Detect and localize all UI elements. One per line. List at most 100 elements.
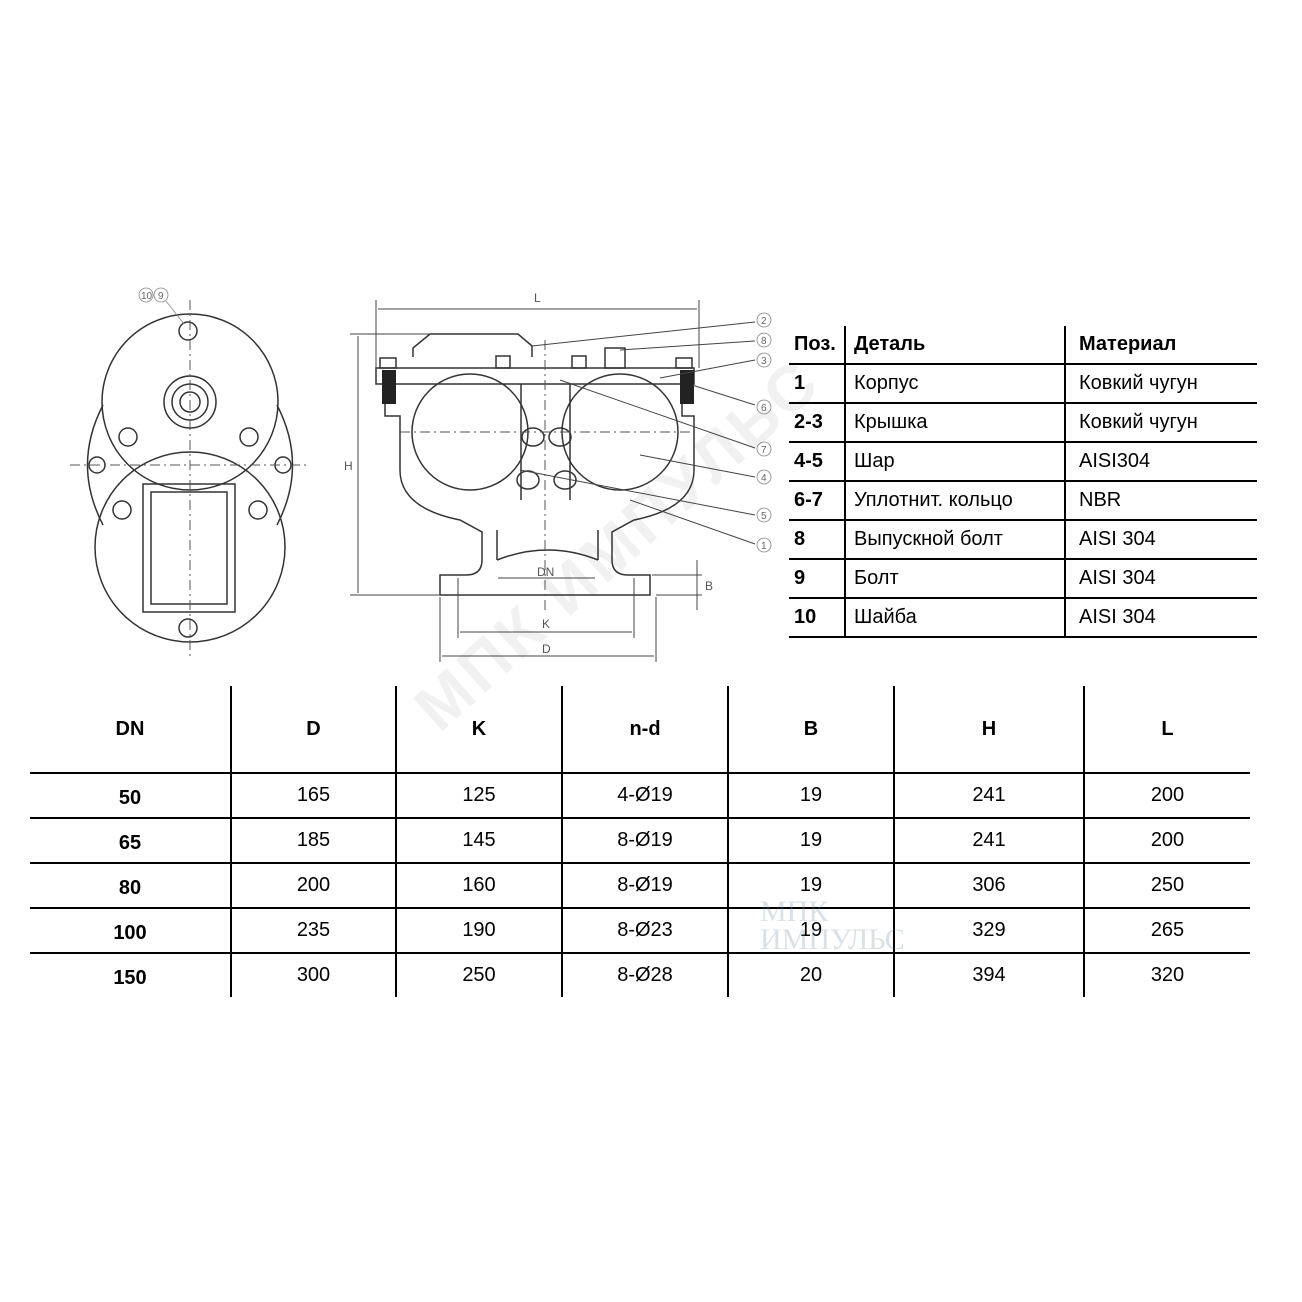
dims-cell-b: 19 bbox=[728, 863, 895, 909]
company-logo-watermark: МПК ИМПУЛЬС bbox=[760, 895, 905, 956]
dims-cell-l: 200 bbox=[1084, 818, 1250, 864]
parts-cell-part: Шайба bbox=[845, 598, 1066, 638]
parts-cell-material: Ковкий чугун bbox=[1065, 364, 1257, 404]
dim-label-d: D bbox=[542, 642, 551, 656]
dims-cell-b: 19 bbox=[728, 908, 895, 954]
dims-cell-b: 20 bbox=[728, 953, 895, 997]
dims-table-header-row: DN D K n-d B H L bbox=[30, 686, 1250, 774]
parts-header-material: Материал bbox=[1065, 326, 1257, 365]
parts-cell-pos: 8 bbox=[789, 520, 846, 560]
dims-cell-d: 165 bbox=[231, 773, 397, 819]
dims-cell-dn: 65 bbox=[30, 818, 232, 864]
dims-cell-h: 241 bbox=[894, 818, 1085, 864]
dims-cell-dn: 50 bbox=[30, 773, 232, 819]
dims-cell-h: 329 bbox=[894, 908, 1085, 954]
parts-cell-part: Корпус bbox=[845, 364, 1066, 404]
top-view-drawing: 10 9 bbox=[70, 287, 310, 658]
callout-2: 2 bbox=[761, 316, 767, 327]
parts-cell-material: AISI304 bbox=[1065, 442, 1257, 482]
parts-cell-pos: 4-5 bbox=[789, 442, 846, 482]
parts-header-part: Деталь bbox=[845, 326, 1066, 365]
dims-cell-nd: 8-Ø23 bbox=[562, 908, 729, 954]
parts-cell-pos: 1 bbox=[789, 364, 846, 404]
callout-3: 3 bbox=[761, 356, 767, 367]
dims-cell-h: 394 bbox=[894, 953, 1085, 997]
dims-header-dn: DN bbox=[30, 686, 232, 774]
parts-cell-part: Болт bbox=[845, 559, 1066, 599]
parts-cell-material: Ковкий чугун bbox=[1065, 403, 1257, 443]
section-view-drawing: L H DN K D B 2 8 3 6 7 4 5 1 bbox=[344, 291, 772, 662]
dims-cell-h: 241 bbox=[894, 773, 1085, 819]
dims-cell-dn: 80 bbox=[30, 863, 232, 909]
logo-line-2: ИМПУЛЬС bbox=[760, 923, 905, 956]
dims-cell-l: 200 bbox=[1084, 773, 1250, 819]
dims-cell-l: 250 bbox=[1084, 863, 1250, 909]
parts-cell-material: AISI 304 bbox=[1065, 598, 1257, 638]
dim-label-l: L bbox=[534, 291, 541, 305]
parts-cell-part: Крышка bbox=[845, 403, 1066, 443]
dim-label-k: K bbox=[542, 617, 550, 631]
dim-label-h: H bbox=[344, 459, 353, 473]
dims-cell-nd: 4-Ø19 bbox=[562, 773, 729, 819]
dims-cell-d: 185 bbox=[231, 818, 397, 864]
dims-header-k: K bbox=[396, 686, 563, 774]
dims-cell-k: 160 bbox=[396, 863, 563, 909]
dims-cell-b: 19 bbox=[728, 818, 895, 864]
dims-header-l: L bbox=[1084, 686, 1250, 774]
callout-8: 8 bbox=[761, 336, 767, 347]
dims-cell-nd: 8-Ø19 bbox=[562, 863, 729, 909]
dims-cell-dn: 150 bbox=[30, 953, 232, 997]
dims-header-nd: n-d bbox=[562, 686, 729, 774]
callout-4: 4 bbox=[761, 473, 767, 484]
dims-cell-k: 250 bbox=[396, 953, 563, 997]
parts-cell-pos: 2-3 bbox=[789, 403, 846, 443]
callout-9: 9 bbox=[158, 291, 164, 302]
callout-6: 6 bbox=[761, 403, 767, 414]
parts-header-pos: Поз. bbox=[789, 326, 846, 365]
dims-cell-dn: 100 bbox=[30, 908, 232, 954]
dims-cell-l: 265 bbox=[1084, 908, 1250, 954]
dims-cell-d: 235 bbox=[231, 908, 397, 954]
callout-10: 10 bbox=[141, 291, 153, 302]
parts-table-header-row: Поз. Деталь Материал bbox=[789, 326, 1257, 365]
parts-cell-material: AISI 304 bbox=[1065, 559, 1257, 599]
dim-label-b: B bbox=[705, 579, 713, 593]
callout-5: 5 bbox=[761, 511, 767, 522]
callout-7: 7 bbox=[761, 445, 767, 456]
parts-cell-material: AISI 304 bbox=[1065, 520, 1257, 560]
dims-cell-l: 320 bbox=[1150, 964, 1185, 986]
dims-cell-d: 200 bbox=[231, 863, 397, 909]
dims-header-b: B bbox=[728, 686, 895, 774]
dims-cell-h: 306 bbox=[894, 863, 1085, 909]
parts-cell-part: Шар bbox=[845, 442, 1066, 482]
parts-cell-part: Выпускной болт bbox=[845, 520, 1066, 560]
dims-cell-k: 125 bbox=[396, 773, 563, 819]
parts-cell-pos: 9 bbox=[789, 559, 846, 599]
dims-cell-d: 300 bbox=[231, 953, 397, 997]
dims-cell-k: 145 bbox=[396, 818, 563, 864]
callout-1: 1 bbox=[761, 541, 767, 552]
dim-label-dn: DN bbox=[537, 565, 554, 579]
parts-cell-part: Уплотнит. кольцо bbox=[845, 481, 1066, 521]
dims-cell-b: 19 bbox=[728, 773, 895, 819]
dims-cell-nd: 8-Ø28 bbox=[562, 953, 729, 997]
dims-header-d: D bbox=[231, 686, 397, 774]
dims-cell-k: 190 bbox=[396, 908, 563, 954]
dims-cell-nd: 8-Ø19 bbox=[562, 818, 729, 864]
parts-cell-pos: 10 bbox=[789, 598, 846, 638]
parts-cell-pos: 6-7 bbox=[789, 481, 846, 521]
logo-line-1: МПК bbox=[760, 895, 829, 928]
